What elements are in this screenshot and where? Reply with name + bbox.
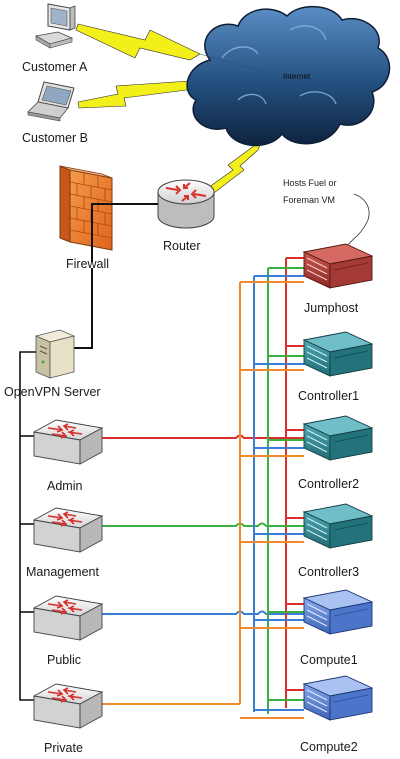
lightning-bolt-customer-b <box>77 79 206 109</box>
jumphost-label: Jumphost <box>304 301 359 315</box>
compute2-label: Compute2 <box>300 740 358 754</box>
controller2-label: Controller2 <box>298 477 359 491</box>
lightning-bolt-customer-a <box>75 23 201 61</box>
openvpn-label: OpenVPN Server <box>4 385 101 399</box>
customer-b-label: Customer B <box>22 131 88 145</box>
lightning-bolt-router <box>204 139 263 197</box>
management-label: Management <box>26 565 99 579</box>
admin-switch-icon <box>32 419 104 465</box>
lightning-links <box>75 23 263 197</box>
internet-cloud-icon: Internet <box>186 5 391 147</box>
management-switch-icon <box>32 507 104 553</box>
customer-a-label: Customer A <box>22 60 88 74</box>
compute2-server-icon <box>302 675 374 721</box>
router-icon <box>157 179 215 229</box>
controller2-server-icon <box>302 415 374 461</box>
private-switch-icon <box>32 683 104 729</box>
hosts-note-line2: Foreman VM <box>283 195 335 205</box>
openvpn-server-icon <box>34 329 76 379</box>
firewall-icon <box>59 165 113 251</box>
controller1-server-icon <box>302 331 374 377</box>
network-cabling <box>100 257 306 719</box>
firewall-label: Firewall <box>66 257 109 271</box>
router-label: Router <box>163 239 201 253</box>
controller3-server-icon <box>302 503 374 549</box>
public-switch-icon <box>32 595 104 641</box>
customer-a-desktop-icon <box>34 3 76 49</box>
hosts-note-line1: Hosts Fuel or <box>283 178 337 188</box>
compute1-server-icon <box>302 589 374 635</box>
admin-label: Admin <box>47 479 82 493</box>
private-label: Private <box>44 741 83 755</box>
jumphost-server-icon <box>302 243 374 289</box>
controller1-label: Controller1 <box>298 389 359 403</box>
customer-b-laptop-icon <box>27 81 75 122</box>
public-label: Public <box>47 653 81 667</box>
internet-label: Internet <box>283 72 311 81</box>
controller3-label: Controller3 <box>298 565 359 579</box>
compute1-label: Compute1 <box>300 653 358 667</box>
